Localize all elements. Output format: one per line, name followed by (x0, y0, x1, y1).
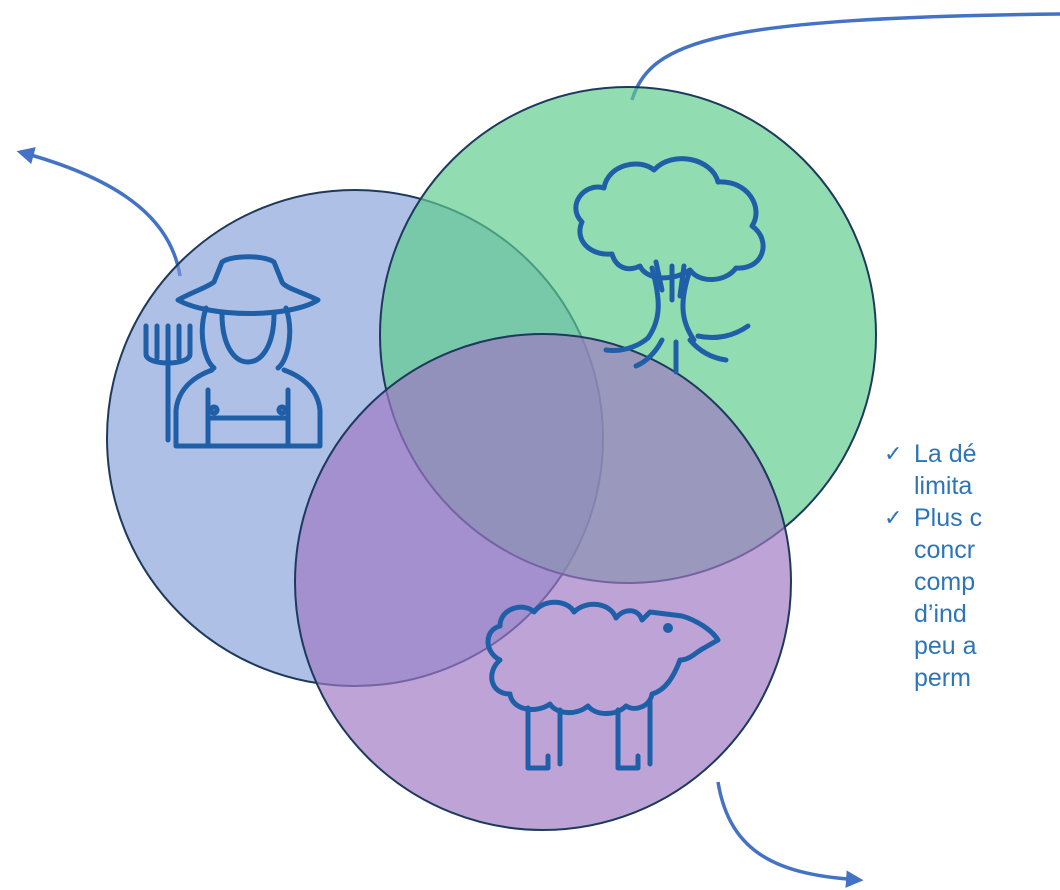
bullet-item-2: ✓ Plus c concr comp d’ind peu a perm (872, 502, 1060, 694)
bullet-item-1: ✓ La dé limita (872, 438, 1060, 502)
sheep-circle (294, 333, 792, 831)
bullet-line: La dé (914, 440, 977, 468)
bullet-line: comp (914, 568, 976, 596)
bullet-line: perm (914, 664, 971, 692)
connector-line-top (630, 12, 1060, 101)
connector-arrow-bottom (716, 781, 864, 888)
bullet-line: peu a (914, 632, 977, 660)
tree-icon (573, 156, 766, 375)
bullet-list: ✓ La dé limita ✓ Plus c concr comp d’ind… (872, 438, 1060, 694)
bullet-line: Plus c (914, 504, 983, 532)
sheep-icon (485, 599, 721, 771)
bullet-line: d’ind (914, 600, 967, 628)
checkmark-icon: ✓ (884, 441, 903, 466)
connector-arrow-left (16, 147, 182, 277)
checkmark-icon: ✓ (884, 505, 903, 530)
bullet-line: concr (914, 536, 976, 564)
farmer-icon (143, 254, 323, 449)
bullet-line: limita (914, 472, 973, 500)
